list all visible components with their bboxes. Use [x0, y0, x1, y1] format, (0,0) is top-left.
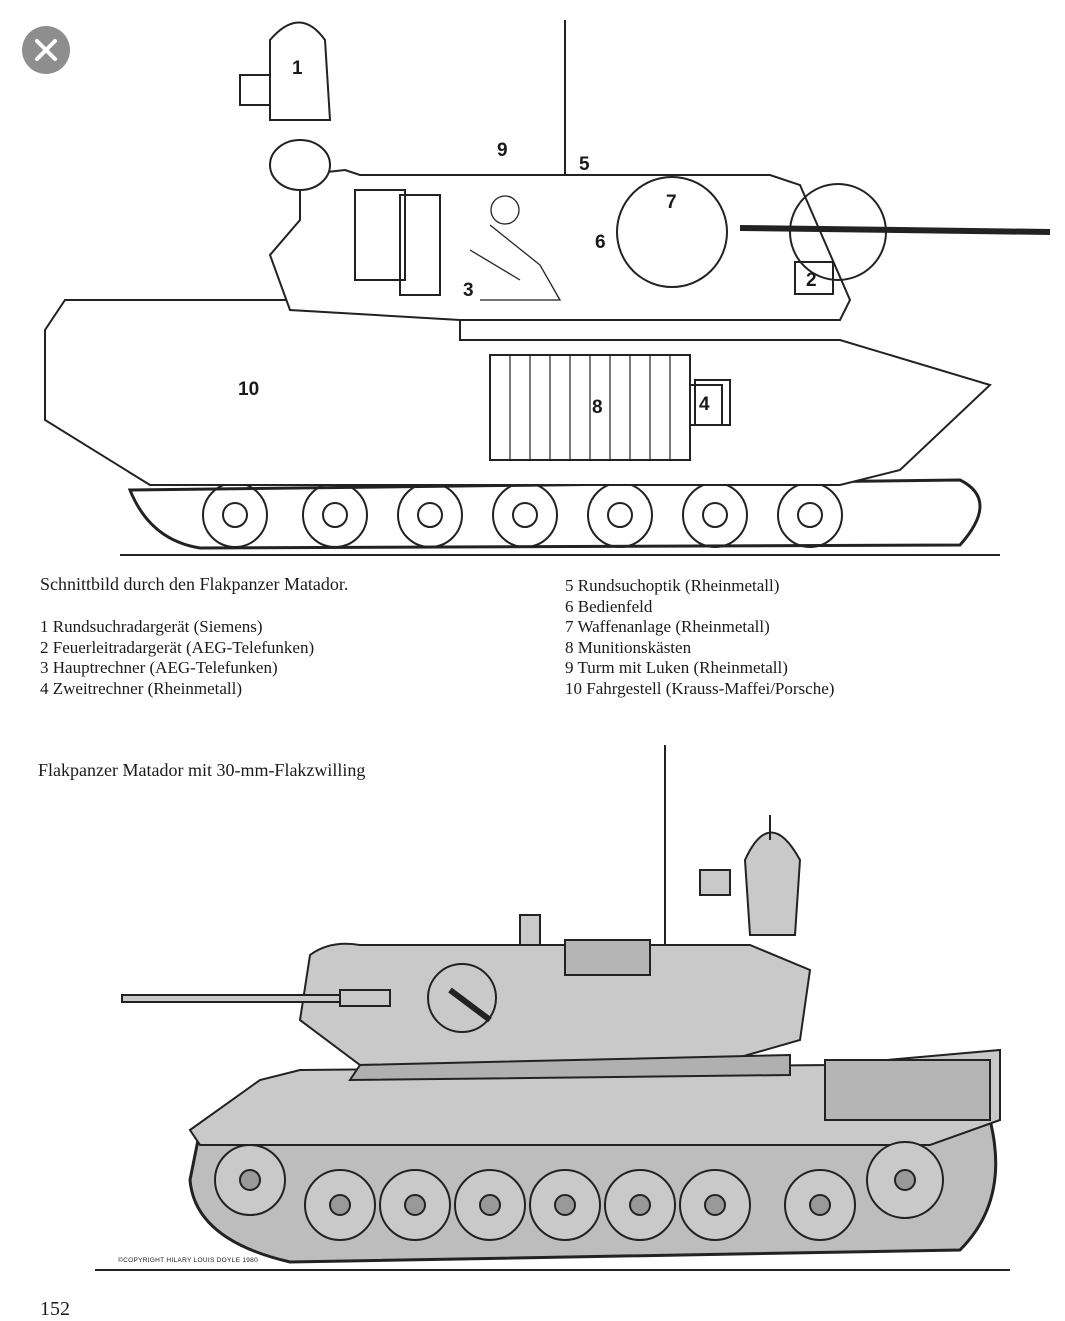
callout-4: 4 [699, 394, 710, 415]
legend-item: 1 Rundsuchradargerät (Siemens) [40, 617, 263, 636]
legend-item: 6 Bedienfeld [565, 596, 653, 616]
gun-barrel [739, 225, 1051, 235]
callout-9: 9 [497, 140, 508, 161]
legend-item: 7 Waffenanlage (Rheinmetall) [565, 617, 770, 636]
figure1-legend-left: 1 Rundsuchradargerät (Siemens) 2 Feuerle… [40, 617, 314, 699]
figure1-legend-right: 5 Rundsuchoptik (Rheinmetall) 6 Bedienfe… [565, 576, 834, 699]
legend-item: 3 Hauptrechner (AEG-Telefunken) [40, 658, 278, 677]
callout-5: 5 [579, 154, 590, 175]
legend-item: 2 Feuerleitradargerät (AEG-Telefunken) [40, 637, 315, 657]
gun-barrel [121, 994, 343, 1003]
callout-2: 2 [806, 270, 817, 291]
figure2-title: Flakpanzer Matador mit 30-mm-Flakzwillin… [38, 760, 366, 780]
copyright-notice: ©COPYRIGHT HILARY LOUIS DOYLE 1980 [118, 1257, 258, 1264]
close-icon [35, 39, 57, 61]
callout-10: 10 [238, 379, 260, 400]
hatch-cluster [564, 939, 651, 976]
search-radar-dish [269, 21, 332, 121]
legend-item: 8 Munitionskästen [565, 637, 692, 657]
callout-8: 8 [592, 397, 603, 418]
cutaway-drawing [44, 20, 1051, 556]
callout-7: 7 [666, 192, 677, 213]
track [127, 478, 982, 550]
turret [268, 168, 852, 321]
callout-6: 6 [595, 232, 606, 253]
road-wheels [214, 1141, 944, 1241]
legend-item: 5 Rundsuchoptik (Rheinmetall) [565, 576, 780, 595]
callout-3: 3 [463, 280, 474, 301]
page-number: 152 [40, 1298, 70, 1320]
hull [44, 299, 992, 486]
close-button[interactable] [22, 26, 70, 74]
legend-item: 10 Fahrgestell (Krauss-Maffei/Porsche) [565, 678, 835, 698]
legend-item: 9 Turm mit Luken (Rheinmetall) [565, 658, 788, 677]
legend-item: 4 Zweitrechner (Rheinmetall) [40, 678, 243, 698]
search-radar-dish [743, 831, 802, 936]
figure1-title: Schnittbild durch den Flakpanzer Matador… [40, 574, 349, 594]
engine-grille [824, 1059, 991, 1121]
callout-1: 1 [292, 58, 303, 79]
